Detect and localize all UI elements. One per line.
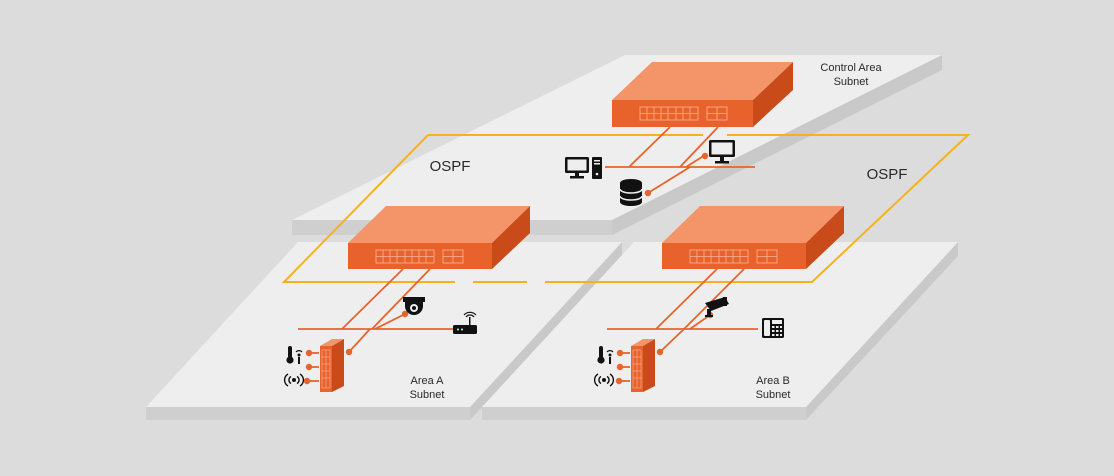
area-b-edge-switch (631, 339, 655, 392)
desktop-computer-icon (565, 157, 602, 179)
area-a-edge-switch (320, 339, 344, 392)
monitor-icon (709, 140, 735, 164)
wireless-sensor-icon (283, 373, 305, 387)
dome-camera-icon (403, 297, 425, 315)
security-camera-icon (705, 297, 729, 317)
ospf-label-left: OSPF (429, 158, 471, 175)
thermometer-sensor-icon (286, 346, 303, 364)
area-b-switch (662, 206, 844, 269)
control-links (605, 126, 755, 197)
area-a-switch (348, 206, 530, 269)
database-icon (619, 179, 643, 206)
ospf-label-right: OSPF (866, 166, 908, 183)
control-switch (612, 62, 793, 127)
area-b-links (607, 268, 758, 385)
router-icon (453, 311, 477, 334)
area-b-platform (482, 242, 958, 420)
wireless-sensor-icon (593, 373, 615, 387)
ospf-boundary (281, 134, 971, 283)
control-area-label: Control Area Subnet (820, 62, 882, 88)
area-b-label: Area B Subnet (755, 375, 791, 401)
area-a-label: Area A Subnet (409, 375, 445, 401)
area-a-links (298, 268, 455, 385)
ip-phone-icon (762, 318, 784, 338)
thermometer-sensor-icon (597, 346, 614, 364)
